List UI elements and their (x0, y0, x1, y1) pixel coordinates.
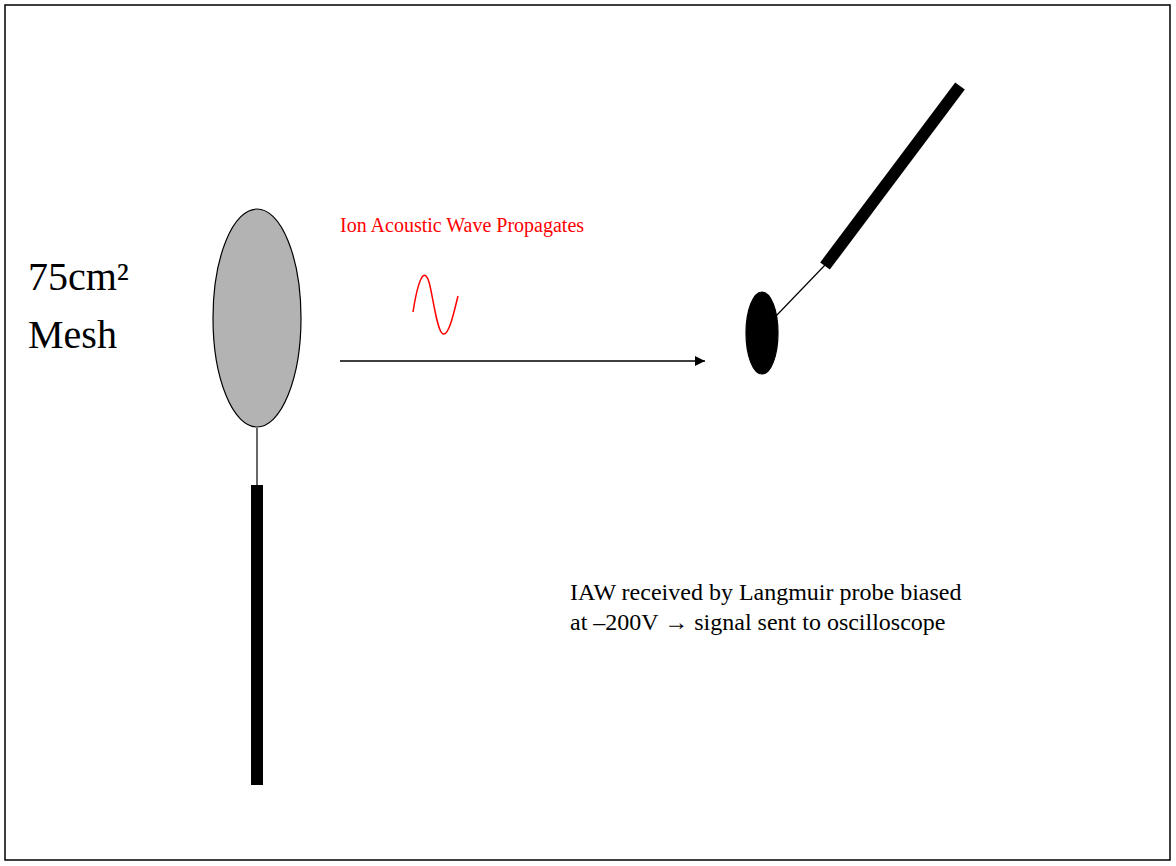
probe-outline (746, 292, 778, 374)
probe-wire (776, 264, 826, 316)
probe-shaft (825, 86, 960, 266)
probe-label: IAW received by Langmuir probe biased at… (570, 577, 980, 637)
langmuir-probe: IAW received by Langmuir probe biased at… (745, 291, 779, 375)
mesh-grid: 75cm² Mesh (212, 208, 302, 428)
wave-label: Ion Acoustic Wave Propagates (340, 213, 584, 237)
wave-arrow (340, 360, 705, 362)
mesh-shaft (251, 485, 263, 785)
mesh-outline (213, 209, 301, 427)
mesh-label: 75cm² Mesh (28, 248, 168, 364)
mesh-wire (256, 428, 257, 486)
wave-symbol (413, 275, 458, 334)
probe-tip (745, 291, 779, 375)
mesh-ellipse (212, 208, 302, 428)
frame-border (5, 5, 1170, 860)
